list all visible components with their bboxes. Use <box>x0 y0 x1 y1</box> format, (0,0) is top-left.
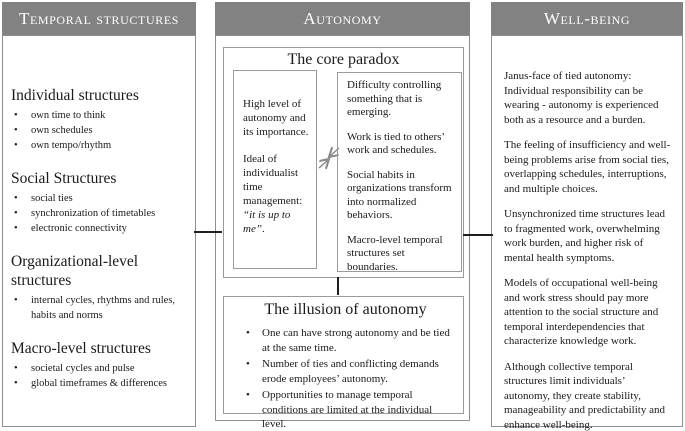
illusion-title: The illusion of autonomy <box>264 301 427 318</box>
paragraph: High level of autonomy and its importanc… <box>243 98 309 138</box>
paragraph: Work is tied to others’ work and schedul… <box>347 130 445 157</box>
paragraph: Although collective temporal structures … <box>504 360 665 431</box>
bullet-list: One can have strong autonomy and be tied… <box>240 326 451 431</box>
connector-vertical-line <box>337 277 339 295</box>
list-item: synchronization of timetables <box>11 206 187 221</box>
list-item: electronic connectivity <box>11 221 187 236</box>
section-heading: Social Structures <box>11 170 117 187</box>
core-paradox-title: The core paradox <box>287 51 400 68</box>
paragraph-text: . <box>261 223 265 235</box>
paragraph: Unsynchronized time structures lead to f… <box>504 208 665 264</box>
section-heading: Organizational-level structures <box>11 253 139 289</box>
paragraph: Social habits in organizations transform… <box>347 168 452 222</box>
paragraph: The feeling of insufficiency and well-be… <box>504 139 671 195</box>
column-autonomy: Autonomy The core paradox High level of … <box>215 2 470 430</box>
list-item: societal cycles and pulse <box>11 361 187 376</box>
paragraph: Ideal of individualist time management: … <box>243 152 311 236</box>
list-item: global timeframes & differences <box>11 376 187 391</box>
paragraph: Macro-level temporal structures set boun… <box>347 233 443 273</box>
list-item: own time to think <box>11 108 187 123</box>
column-temporal-structures: Temporal structures Individual structure… <box>2 2 196 427</box>
list-item: own schedules <box>11 123 187 138</box>
column-body-autonomy: The core paradox High level of autonomy … <box>215 35 470 430</box>
section-social-structures: Social Structures social ties synchroniz… <box>11 169 187 236</box>
column-header-well-being: Well-being <box>491 2 683 35</box>
paragraph: Models of occupational well-being and wo… <box>504 277 659 347</box>
list-item: Opportunities to manage temporal conditi… <box>240 388 451 431</box>
bullet-list: internal cycles, rhythms and rules, habi… <box>11 293 187 323</box>
column-body-temporal-structures: Individual structures own time to think … <box>2 35 196 427</box>
bullet-list: societal cycles and pulse global timefra… <box>11 361 187 391</box>
bullet-list: social ties synchronization of timetable… <box>11 191 187 236</box>
paragraph-text: Ideal of individualist time management: <box>243 153 303 207</box>
section-heading: Individual structures <box>11 87 139 104</box>
list-item: One can have strong autonomy and be tied… <box>240 326 451 355</box>
section-individual-structures: Individual structures own time to think … <box>11 86 187 153</box>
list-item: own tempo/rhythm <box>11 138 187 153</box>
section-heading: Macro-level structures <box>11 340 151 357</box>
paragraph: Janus-face of tied autonomy: Individual … <box>504 70 659 126</box>
column-header-autonomy: Autonomy <box>215 2 470 35</box>
inner-box-tied-autonomy: Difficulty controlling something that is… <box>337 72 462 273</box>
list-item: Number of ties and conflicting demands e… <box>240 357 451 386</box>
connector-left-line <box>194 231 222 233</box>
list-item: social ties <box>11 191 187 206</box>
column-body-well-being: Janus-face of tied autonomy: Individual … <box>491 35 683 431</box>
paragraph: Difficulty controlling something that is… <box>347 79 442 118</box>
quoted-phrase: “it is up to me” <box>243 209 291 235</box>
section-organizational-level-structures: Organizational-level structures internal… <box>11 252 187 323</box>
inner-box-individual-autonomy: High level of autonomy and its importanc… <box>233 70 317 269</box>
column-well-being: Well-being Janus-face of tied autonomy: … <box>491 2 683 431</box>
bullet-list: own time to think own schedules own temp… <box>11 108 187 153</box>
illusion-of-autonomy-box: The illusion of autonomy One can have st… <box>223 296 464 430</box>
connector-right-line <box>463 234 493 236</box>
core-paradox-box: The core paradox High level of autonomy … <box>223 47 464 278</box>
list-item: internal cycles, rhythms and rules, habi… <box>11 293 187 323</box>
section-macro-level-structures: Macro-level structures societal cycles a… <box>11 339 187 391</box>
column-header-temporal-structures: Temporal structures <box>2 2 196 35</box>
